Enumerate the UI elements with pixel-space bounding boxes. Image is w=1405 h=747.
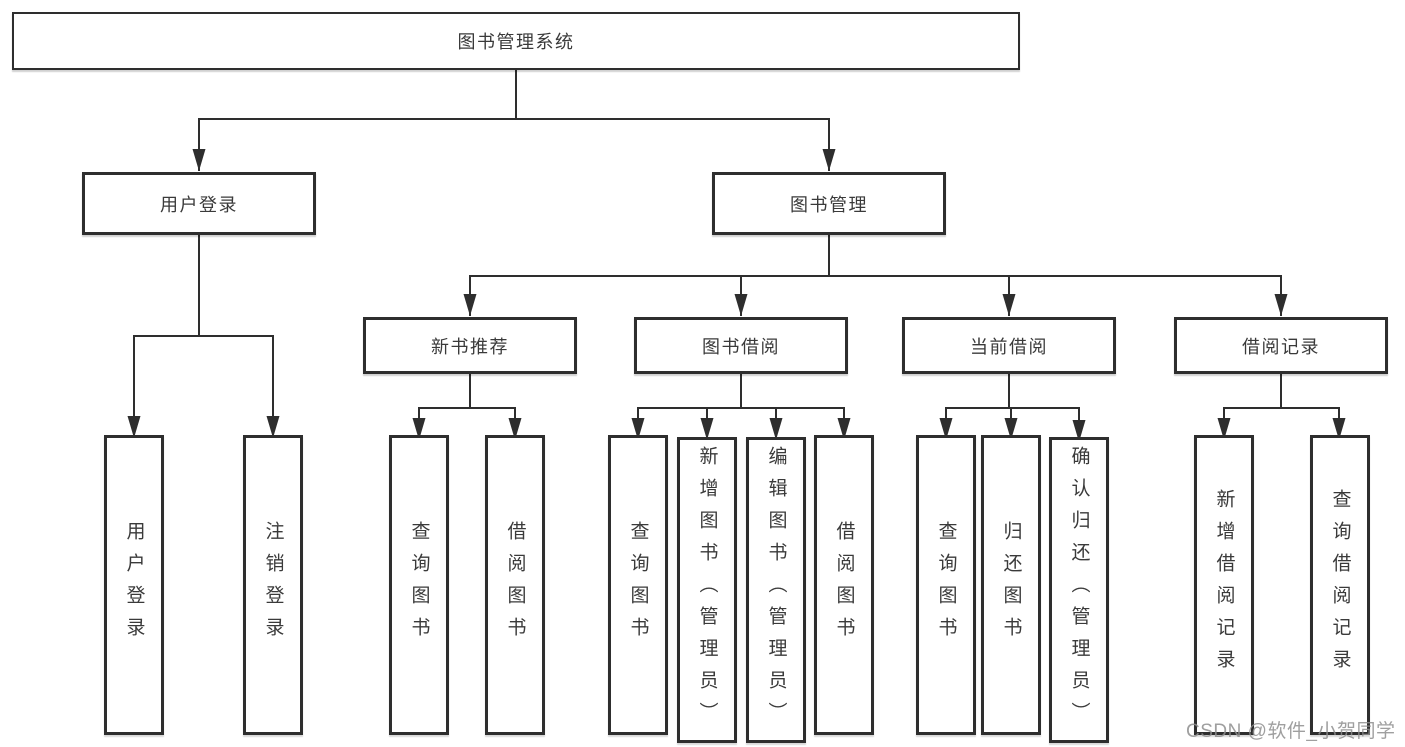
node-label: 查询图书 xyxy=(627,521,649,649)
node-label: 用户登录 xyxy=(123,521,145,649)
node-book-borrowing: 图书借阅 xyxy=(634,317,848,374)
node-label: 新增图书（管理员） xyxy=(696,446,718,734)
node-label: 借阅记录 xyxy=(1242,336,1320,357)
node-system-root: 图书管理系统 xyxy=(12,12,1020,70)
node-add-books-admin: 新增图书（管理员） xyxy=(677,437,737,743)
node-borrow-books-recommend: 借阅图书 xyxy=(485,435,545,735)
node-label: 借阅图书 xyxy=(833,521,855,649)
node-label: 归还图书 xyxy=(1000,521,1022,649)
node-user-login-action: 用户登录 xyxy=(104,435,164,735)
node-borrow-records: 借阅记录 xyxy=(1174,317,1388,374)
node-label: 查询图书 xyxy=(408,521,430,649)
node-query-books-current: 查询图书 xyxy=(916,435,976,735)
node-edit-books-admin: 编辑图书（管理员） xyxy=(746,437,806,743)
node-logout: 注销登录 xyxy=(243,435,303,735)
node-new-book-recommend: 新书推荐 xyxy=(363,317,577,374)
node-label: 当前借阅 xyxy=(970,336,1048,357)
node-return-books: 归还图书 xyxy=(981,435,1041,735)
node-query-borrow-record: 查询借阅记录 xyxy=(1310,435,1370,735)
node-book-management: 图书管理 xyxy=(712,172,946,235)
node-confirm-return-admin: 确认归还（管理员） xyxy=(1049,437,1109,743)
node-label: 图书管理系统 xyxy=(457,32,575,52)
node-query-books-recommend: 查询图书 xyxy=(389,435,449,735)
node-label: 查询图书 xyxy=(935,521,957,649)
node-label: 注销登录 xyxy=(262,521,284,649)
node-label: 借阅图书 xyxy=(504,521,526,649)
node-label: 编辑图书（管理员） xyxy=(765,446,787,734)
node-label: 新书推荐 xyxy=(431,336,509,357)
node-add-borrow-record: 新增借阅记录 xyxy=(1194,435,1254,735)
node-label: 确认归还（管理员） xyxy=(1068,446,1090,734)
node-label: 图书管理 xyxy=(790,194,868,215)
node-query-books-borrowing: 查询图书 xyxy=(608,435,668,735)
node-label: 查询借阅记录 xyxy=(1329,489,1351,681)
node-current-borrowing: 当前借阅 xyxy=(902,317,1116,374)
node-label: 新增借阅记录 xyxy=(1213,489,1235,681)
node-user-login: 用户登录 xyxy=(82,172,316,235)
node-borrow-books-borrowing: 借阅图书 xyxy=(814,435,874,735)
csdn-watermark: CSDN @软件_小贺同学 xyxy=(1186,721,1396,742)
node-label: 用户登录 xyxy=(160,194,238,215)
node-label: 图书借阅 xyxy=(702,336,780,357)
